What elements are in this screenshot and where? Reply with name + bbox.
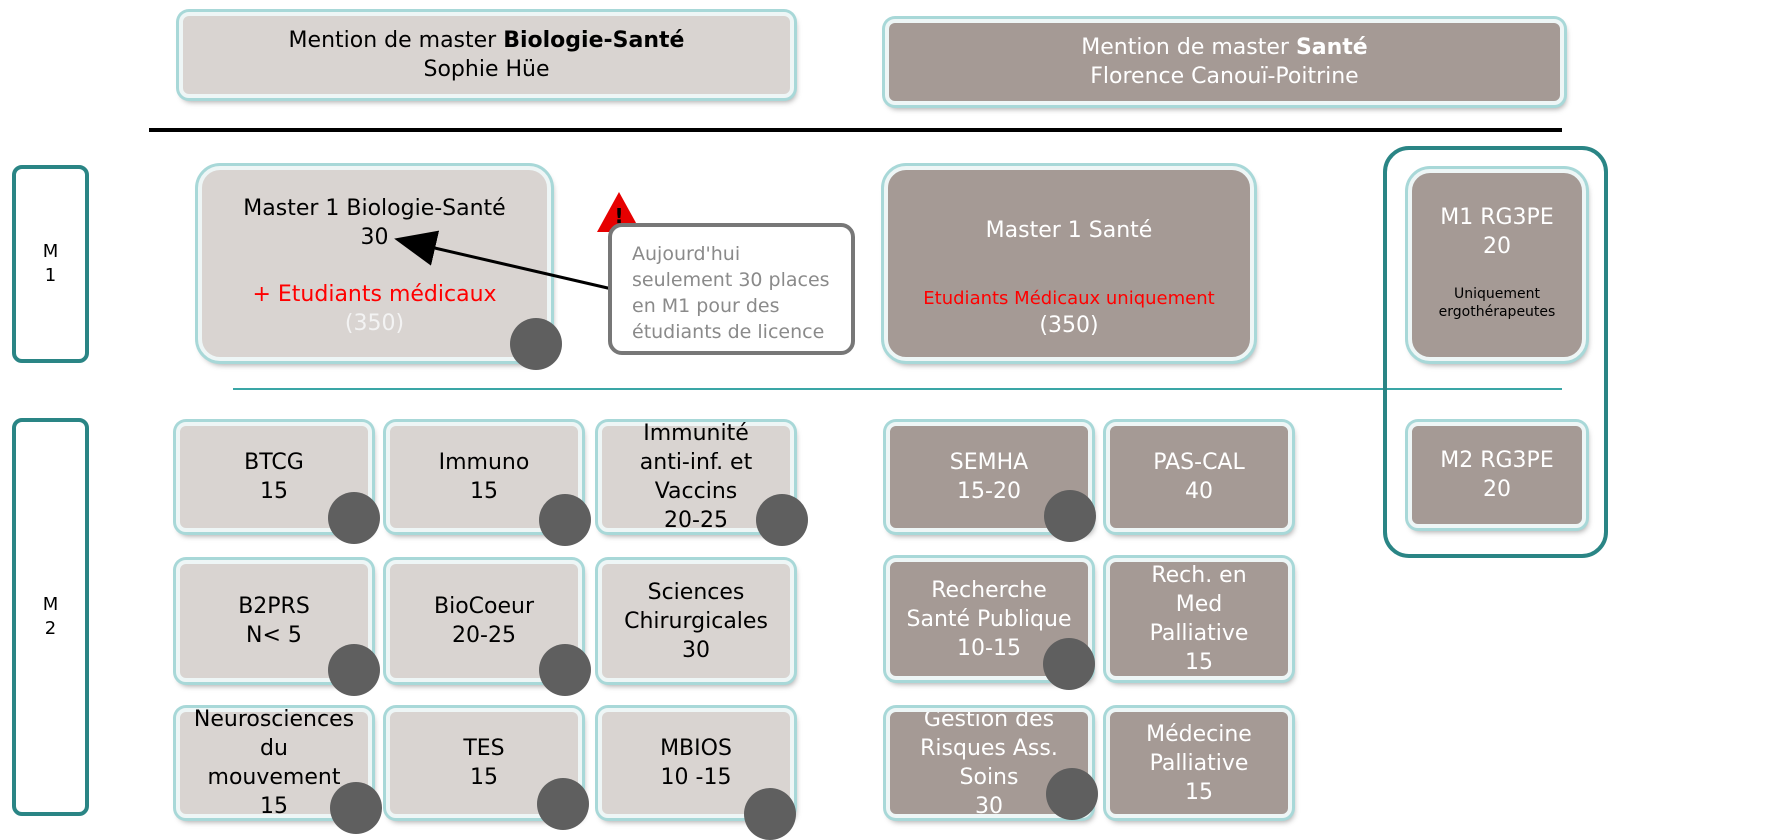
course-name: Risques Ass.	[920, 736, 1058, 761]
course-name: B2PRS	[238, 594, 310, 619]
m1-sante-title: Master 1 Santé	[985, 218, 1153, 243]
m2-rg3pe-box: M2 RG3PE 20	[1408, 422, 1586, 528]
level-bracket-m1: M 1	[12, 165, 89, 363]
course-status-dot	[744, 788, 796, 840]
course-name: Gestion des	[923, 708, 1055, 732]
m1-sante-count: (350)	[1039, 313, 1099, 338]
course-capacity: 20-25	[664, 508, 728, 533]
m2-rg3pe-count: 20	[1483, 477, 1511, 502]
course-status-dot	[328, 644, 380, 696]
m1-rg3pe-note-2: ergothérapeutes	[1438, 304, 1556, 320]
course-capacity: 30	[682, 637, 710, 663]
m2-rg3pe-title: M2 RG3PE	[1440, 448, 1554, 473]
course-capacity: N< 5	[246, 623, 302, 648]
course-capacity: 15	[1185, 650, 1213, 675]
course-name: Sciences	[647, 579, 745, 605]
course-capacity: 10-15	[957, 635, 1021, 661]
m1-bio-status-dot	[510, 318, 562, 370]
course-capacity: 10 -15	[660, 765, 732, 790]
m1-sante-note: Etudiants Médicaux uniquement	[923, 288, 1215, 309]
course-capacity: 15	[470, 479, 498, 504]
course-name: Chirurgicales	[624, 608, 768, 634]
course-capacity: 20-25	[452, 623, 516, 648]
course-name: Med	[1175, 592, 1223, 617]
course-status-dot	[537, 778, 589, 830]
course-status-dot	[539, 644, 591, 696]
warning-callout: Aujourd'hui seulement 30 places en M1 po…	[608, 223, 855, 355]
course-name: Recherche	[931, 577, 1047, 603]
course-name: Neurosciences	[193, 707, 355, 732]
header-divider	[149, 128, 1562, 132]
course-capacity: 30	[975, 794, 1003, 818]
header-bio-person: Sophie Hüe	[423, 57, 550, 82]
m1-rg3pe-count: 20	[1483, 234, 1511, 259]
course-name: Soins	[959, 765, 1019, 790]
course-name: Palliative	[1149, 750, 1249, 776]
header-sante-person: Florence Canouï-Poitrine	[1090, 64, 1359, 89]
course-capacity: 15-20	[957, 479, 1021, 504]
m1-rg3pe-title: M1 RG3PE	[1440, 205, 1554, 230]
m1-biologie-sante-box: Master 1 Biologie-Santé 30 + Etudiants m…	[198, 166, 551, 361]
course-name: Vaccins	[654, 479, 738, 504]
course-capacity: 40	[1185, 479, 1213, 504]
course-name: du	[260, 736, 288, 761]
m1-bio-medical-students: + Etudiants médicaux	[252, 282, 497, 307]
course-status-dot	[539, 494, 591, 546]
m2-course-immunite-vaccins: Immunité anti-inf. et Vaccins 20-25	[598, 421, 794, 533]
course-name: Rech. en	[1151, 563, 1247, 588]
level-bracket-m2: M 2	[12, 418, 89, 816]
course-name: Santé Publique	[906, 606, 1072, 632]
warning-exclamation: !	[614, 204, 624, 228]
course-name: SEMHA	[949, 450, 1029, 475]
m2-course-rech-med-palliative: Rech. en Med Palliative 15	[1106, 558, 1292, 680]
m1-bio-title: Master 1 Biologie-Santé	[243, 196, 506, 221]
m1-bio-medical-count: (350)	[344, 311, 405, 336]
m2-course-pas-cal: PAS-CAL 40	[1106, 422, 1292, 532]
course-status-dot	[330, 782, 382, 834]
header-sante-mention: Santé	[1295, 35, 1368, 60]
course-capacity: 15	[470, 765, 498, 790]
level-m2-number: 2	[44, 618, 57, 639]
level-m2-letter: M	[42, 594, 59, 615]
course-name: mouvement	[207, 765, 341, 790]
header-sante-prefix: Mention de master	[1081, 35, 1296, 60]
course-name: MBIOS	[660, 736, 732, 761]
course-capacity: 15	[260, 794, 288, 819]
course-capacity: 15	[260, 479, 288, 504]
course-capacity: 15	[1185, 779, 1213, 805]
course-status-dot	[1044, 490, 1096, 542]
level-m1-letter: M	[42, 241, 59, 262]
m2-course-recherche-sante-publique: Recherche Santé Publique 10-15	[886, 558, 1092, 680]
course-name: Palliative	[1149, 621, 1249, 646]
course-name: PAS-CAL	[1153, 450, 1245, 475]
header-sante: Mention de master Santé Florence Canouï-…	[885, 19, 1564, 105]
m2-course-mbios: MBIOS 10 -15	[598, 708, 794, 818]
course-name: TES	[463, 736, 505, 761]
m1-bio-count: 30	[360, 225, 389, 250]
course-name: Immuno	[438, 450, 530, 475]
course-status-dot	[328, 492, 380, 544]
m1-sante-box: Master 1 Santé Etudiants Médicaux unique…	[884, 166, 1254, 361]
warning-text: Aujourd'hui seulement 30 places en M1 po…	[632, 243, 830, 343]
level-divider	[233, 388, 1562, 390]
course-status-dot	[1043, 638, 1095, 690]
course-status-dot	[756, 494, 808, 546]
course-name: BioCoeur	[433, 594, 534, 619]
header-bio-mention: Biologie-Santé	[503, 28, 685, 53]
course-name: Médecine	[1146, 721, 1252, 747]
m2-course-sciences-chirurgicales: Sciences Chirurgicales 30	[598, 560, 794, 682]
m2-course-medecine-palliative: Médecine Palliative 15	[1106, 708, 1292, 818]
rg3pe-group-frame	[1383, 146, 1608, 558]
course-name: anti-inf. et	[639, 450, 753, 475]
level-m1-number: 1	[44, 265, 57, 286]
header-biologie-sante: Mention de master Biologie-Santé Sophie …	[179, 12, 794, 98]
warning-triangle-icon	[597, 192, 641, 232]
m1-rg3pe-note-1: Uniquement	[1454, 286, 1540, 302]
course-status-dot	[1046, 768, 1098, 820]
course-name: Immunité	[643, 421, 749, 446]
header-bio-prefix: Mention de master	[288, 28, 504, 53]
m1-rg3pe-box: M1 RG3PE 20 Uniquement ergothérapeutes	[1408, 169, 1586, 361]
course-name: BTCG	[244, 450, 304, 475]
